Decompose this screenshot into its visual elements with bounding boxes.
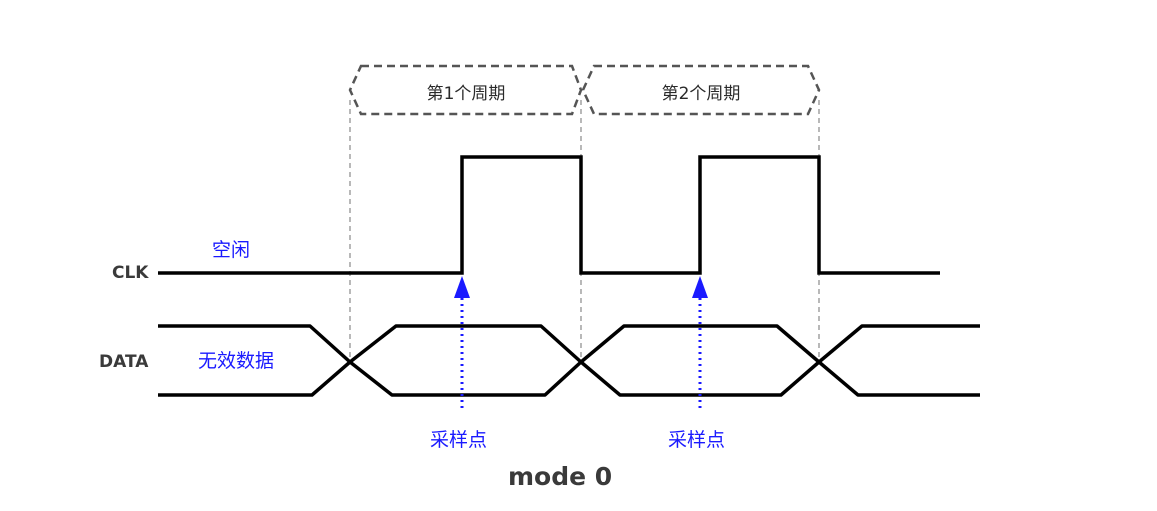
clk-signal-label: CLK (112, 263, 149, 283)
period-label-2: 第2个周期 (661, 84, 741, 104)
arrow-up-icon (692, 276, 708, 298)
sample-arrow-1 (454, 276, 470, 412)
sample-arrow-2 (692, 276, 708, 412)
invalid-data-note: 无效数据 (198, 350, 275, 372)
period-guide-lines (349, 100, 820, 362)
data-waveform-lower (158, 360, 980, 397)
clk-waveform (158, 155, 940, 275)
sample-point-label-1: 采样点 (430, 429, 488, 451)
period-box-2 (581, 64, 821, 116)
sample-point-label-2: 采样点 (668, 429, 726, 451)
arrow-up-icon (454, 276, 470, 298)
data-waveform-upper (158, 324, 980, 364)
period-box-1 (348, 64, 583, 116)
idle-note: 空闲 (212, 239, 251, 261)
period-label-1: 第1个周期 (426, 84, 506, 104)
diagram-title: mode 0 (508, 462, 613, 491)
data-signal-label: DATA (99, 352, 149, 372)
